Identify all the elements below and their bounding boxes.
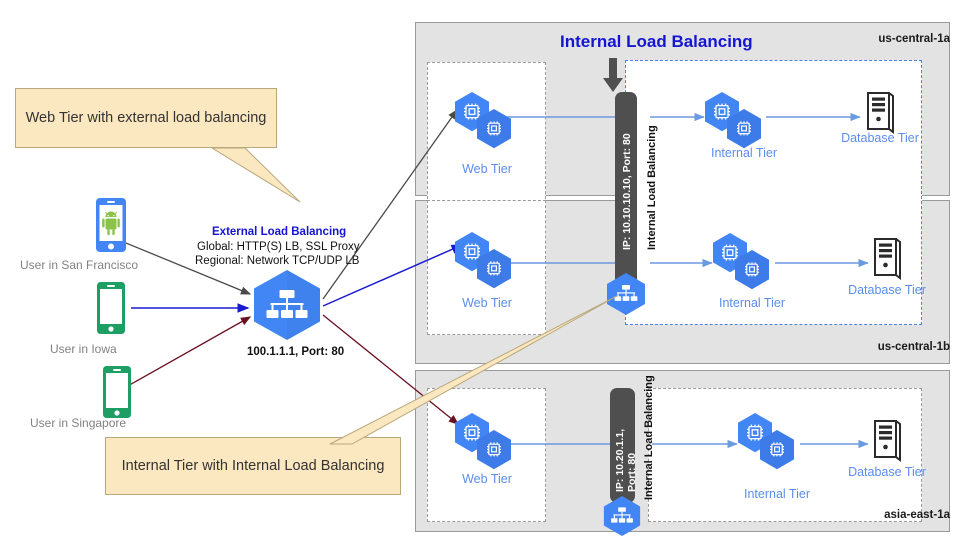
internal-tier-callout: Internal Tier with Internal Load Balanci…: [105, 437, 401, 495]
load-balancer-icon: [254, 270, 320, 340]
web-tier-label-asia: Web Tier: [462, 472, 512, 486]
internal-lb-title: Internal Load Balancing: [560, 32, 753, 51]
internal-tier-nodes-asia: [737, 413, 799, 476]
load-balancer-icon: [607, 273, 645, 315]
user-sf-label: User in San Francisco: [20, 258, 139, 272]
web-tier-callout-text: Web Tier with external load balancing: [25, 110, 267, 126]
database-tier-node-asia: [872, 419, 902, 467]
internal-tier-callout-text: Internal Tier with Internal Load Balanci…: [121, 458, 385, 474]
down-arrow-icon: [603, 58, 623, 92]
load-balancer-icon: [603, 495, 641, 537]
external-load-balancer: [250, 268, 324, 347]
external-lb-line2: Regional: Network TCP/UDP LB: [195, 255, 360, 267]
database-tier-label-1a: Database Tier: [841, 131, 919, 145]
internal-tier-nodes-1b: [712, 233, 774, 296]
internal-lb-bar-main: [615, 92, 637, 292]
database-server-icon: [874, 237, 901, 280]
internal-lb-hexagon-main: [604, 272, 648, 321]
database-tier-label-asia: Database Tier: [848, 465, 926, 479]
internal-lb-down-arrow: [600, 58, 626, 99]
database-server-icon: [867, 91, 894, 134]
web-tier-callout: Web Tier with external load balancing: [15, 88, 277, 148]
phone-icon: [97, 282, 125, 334]
user-iowa-device: [96, 281, 126, 340]
zone-label-us-central-1a: us-central-1a: [878, 33, 950, 45]
compute-instances-icon: [455, 413, 511, 470]
external-lb-title: External Load Balancing: [212, 226, 347, 238]
internal-tier-nodes-1a: [704, 92, 766, 155]
user-singapore-label: User in Singapore: [30, 416, 127, 430]
zone-label-us-central-1b: us-central-1b: [877, 341, 950, 353]
internal-lb-hexagon-asia: [601, 495, 643, 542]
web-tier-nodes-1a: [454, 92, 516, 155]
web-tier-label-1a: Web Tier: [462, 162, 512, 176]
zone-label-asia-east-1a: asia-east-1a: [884, 509, 950, 521]
user-sf-device: [95, 197, 127, 258]
user-iowa-label: User in Iowa: [50, 342, 117, 356]
compute-instances-icon: [455, 92, 511, 149]
web-tier-nodes-asia: [454, 413, 516, 476]
compute-instances-icon: [705, 92, 761, 149]
android-phone-icon: [96, 198, 126, 252]
phone-icon: [103, 366, 131, 418]
compute-instances-icon: [455, 232, 511, 289]
database-tier-node-1b: [872, 237, 902, 285]
internal-tier-label-1a: Internal Tier: [710, 146, 777, 160]
database-tier-label-1b: Database Tier: [848, 283, 926, 297]
external-lb-line1: Global: HTTP(S) LB, SSL Proxy: [197, 241, 360, 253]
internal-lb-bar-asia: [610, 388, 635, 503]
internal-tier-label-1b: Internal Tier: [718, 296, 785, 310]
compute-instances-icon: [738, 413, 794, 470]
database-tier-node-1a: [865, 91, 895, 139]
user-singapore-device: [102, 365, 132, 424]
compute-instances-icon: [713, 233, 769, 290]
database-server-icon: [874, 419, 901, 462]
internal-tier-label-asia: Internal Tier: [743, 487, 810, 501]
web-tier-nodes-1b: [454, 232, 516, 295]
external-lb-address: 100.1.1.1, Port: 80: [247, 346, 345, 358]
web-tier-label-1b: Web Tier: [462, 296, 512, 310]
